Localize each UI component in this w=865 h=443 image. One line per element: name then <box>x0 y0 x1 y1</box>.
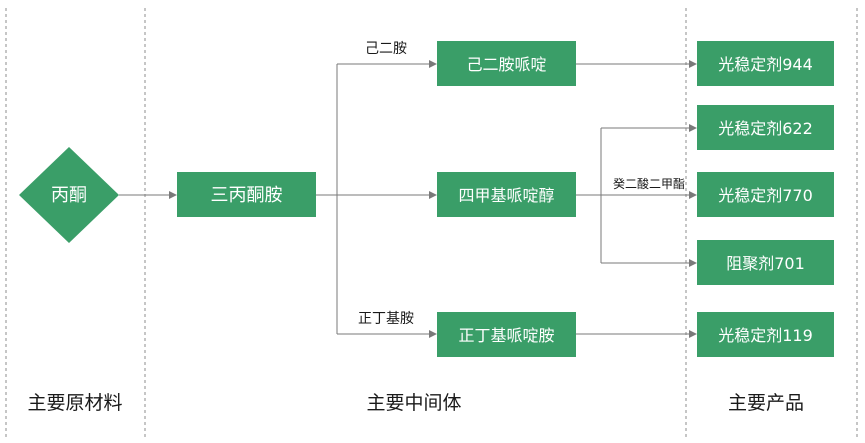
node-tmp-piperidinol: 四甲基哌啶醇 <box>437 172 576 217</box>
node-ls944: 光稳定剂944 <box>697 41 834 86</box>
node-ls119: 光稳定剂119 <box>697 312 834 357</box>
edge-label-butylamine: 正丁基胺 <box>358 310 414 327</box>
connectors <box>119 60 697 338</box>
node-ls944-label: 光稳定剂944 <box>718 55 813 74</box>
column-title-intermediate: 主要中间体 <box>366 392 461 414</box>
edge-label-hexanediamine: 己二胺 <box>365 41 407 57</box>
node-hexanediamine-piperidine-label: 己二胺哌啶 <box>466 55 546 74</box>
node-butylamine-piperidine: 正丁基哌啶胺 <box>437 312 576 357</box>
node-ls770: 光稳定剂770 <box>697 172 834 217</box>
column-title-raw: 主要原材料 <box>27 392 122 414</box>
node-hexanediamine-piperidine: 己二胺哌啶 <box>437 41 576 86</box>
node-inh701-label: 阻聚剂701 <box>726 254 805 273</box>
node-inh701: 阻聚剂701 <box>697 240 834 285</box>
node-butylamine-piperidine-label: 正丁基哌啶胺 <box>458 326 554 345</box>
node-ls622-label: 光稳定剂622 <box>718 119 813 138</box>
edge-label-dimethyl-sebacate: 癸二酸二甲酯 <box>613 176 685 191</box>
node-tmp-piperidinol-label: 四甲基哌啶醇 <box>458 186 554 205</box>
node-ls770-label: 光稳定剂770 <box>718 186 813 205</box>
node-acetone: 丙酮 <box>19 147 119 243</box>
column-title-product: 主要产品 <box>728 392 804 414</box>
node-triacetonamine-label: 三丙酮胺 <box>211 185 283 206</box>
node-acetone-label: 丙酮 <box>51 185 87 206</box>
node-triacetonamine: 三丙酮胺 <box>177 172 316 217</box>
node-ls119-label: 光稳定剂119 <box>718 326 813 345</box>
node-ls622: 光稳定剂622 <box>697 105 834 150</box>
